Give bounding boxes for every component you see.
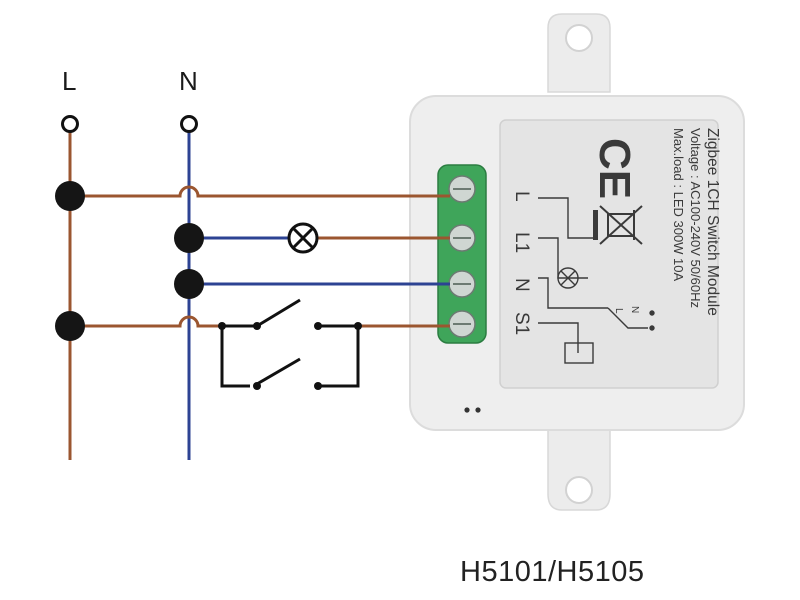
schematic-label-n: N [629, 306, 640, 313]
module-label-plate [499, 119, 719, 389]
terminal-screw [448, 270, 476, 298]
mounting-tab-top [547, 13, 611, 93]
internal-schematic [538, 197, 655, 364]
terminal-block [437, 164, 487, 344]
mounting-tab-bottom [547, 429, 611, 511]
terminal-screw [448, 310, 476, 338]
junction-node [174, 223, 204, 253]
schematic-label-l: L [613, 308, 624, 314]
module-max-load: Max.load : LED 300W 10A [671, 128, 686, 282]
terminal-screw [448, 224, 476, 252]
ce-mark-icon: CE [590, 138, 639, 199]
neutral-bus-label: N [179, 66, 198, 96]
wire-line-to-l [70, 185, 450, 198]
terminal-screw [448, 175, 476, 203]
junction-node [55, 181, 85, 211]
terminal-screws [448, 175, 476, 338]
switch-module: Zigbee 1CH Switch Module Voltage : AC100… [409, 13, 745, 511]
weee-bin-icon [593, 205, 643, 245]
indicator-dot [475, 407, 481, 413]
junction-node [174, 269, 204, 299]
neutral-terminal-ring [180, 115, 198, 133]
module-voltage: Voltage : AC100-240V 50/60Hz [688, 128, 703, 308]
line-bus-label: L [62, 66, 76, 96]
two-way-switch-icon [220, 298, 360, 388]
terminal-label-n: N [511, 278, 532, 292]
model-number: H5101/H5105 [460, 556, 645, 588]
indicator-dot [464, 407, 470, 413]
wire-line-to-switch [70, 315, 222, 328]
junction-node [55, 311, 85, 341]
module-label: Zigbee 1CH Switch Module Voltage : AC100… [511, 128, 721, 364]
lamp-icon [287, 222, 319, 254]
terminal-label-s1: S1 [511, 312, 532, 335]
line-terminal-ring [61, 115, 79, 133]
terminal-label-l1: L1 [511, 232, 532, 253]
module-title: Zigbee 1CH Switch Module [704, 128, 721, 316]
switch-contacts [218, 322, 362, 390]
terminal-label-l: L [511, 191, 532, 202]
